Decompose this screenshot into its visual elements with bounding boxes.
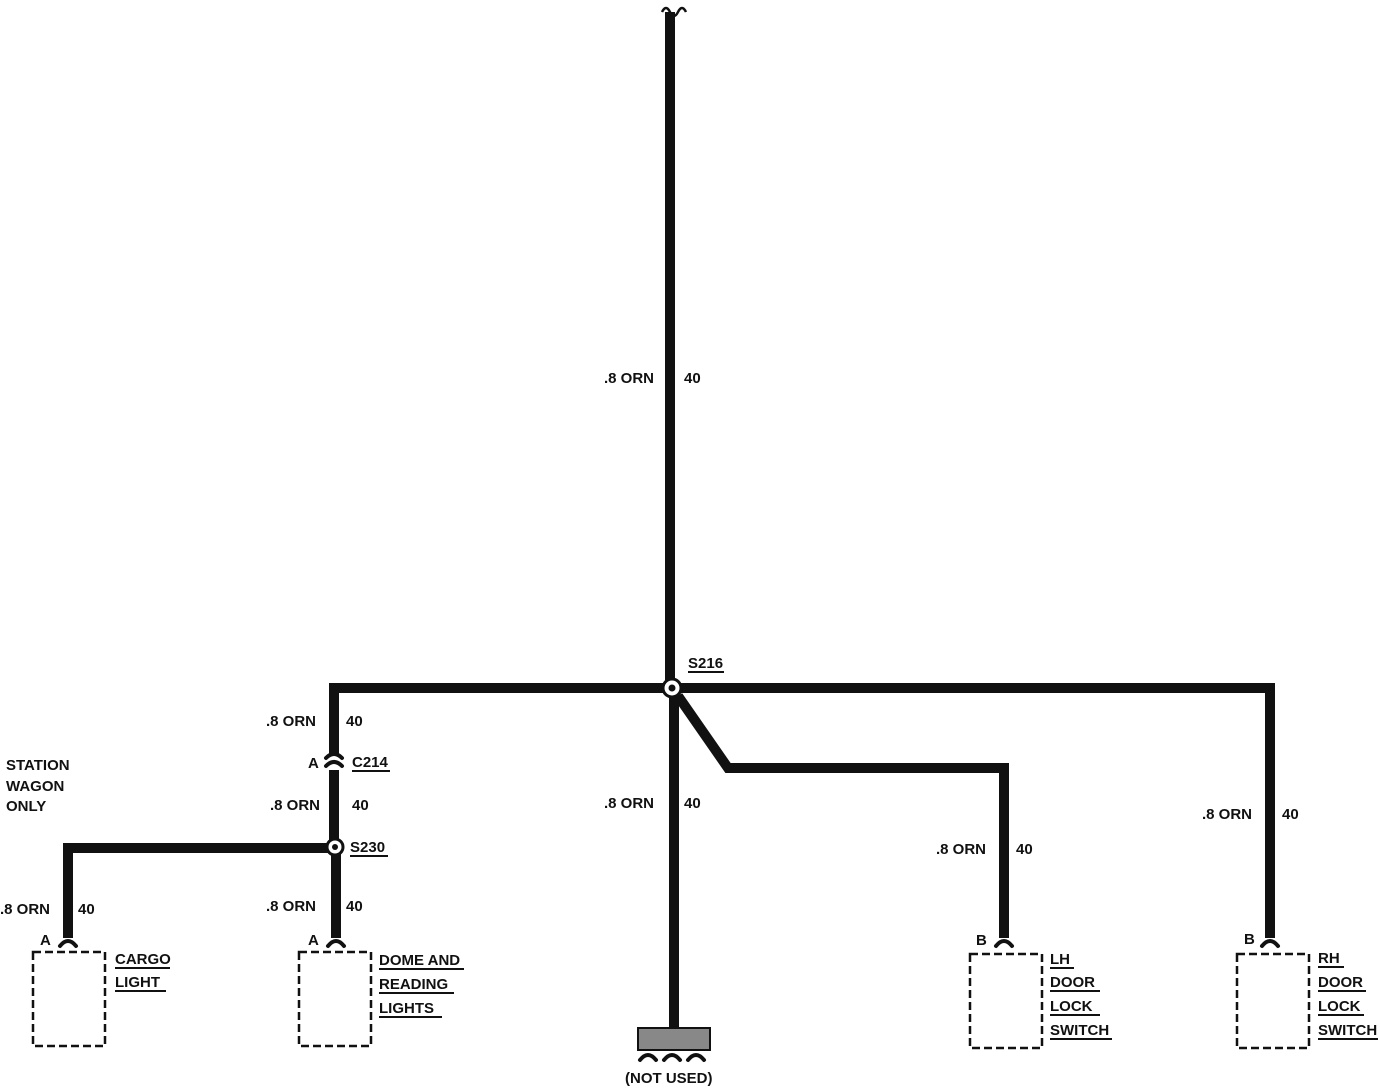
dome-light-box [297, 950, 373, 1048]
wire-dome-circuit-label: 40 [346, 898, 363, 915]
rh-door-lock-label-line-4: SWITCH [1318, 1022, 1377, 1039]
dome-light-label-line-2: READING [379, 976, 448, 993]
lh-door-lock-label-line-3: LOCK [1050, 998, 1093, 1015]
wire-lh-circuit-label: 40 [1016, 841, 1033, 858]
cargo-light-label-line-1: CARGO [115, 951, 171, 968]
cargo-light-label-line-2: LIGHT [115, 974, 160, 991]
wire-left-branch [329, 683, 664, 756]
dome-light-pin: A [308, 932, 319, 949]
dome-light-terminal [326, 939, 346, 948]
wire-rh-circuit-label: 40 [1282, 806, 1299, 823]
splice-s216-label: S216 [688, 655, 723, 672]
not-used-terminals [638, 1053, 706, 1062]
rh-door-lock-label-line-3: LOCK [1318, 998, 1361, 1015]
connector-c214-symbol [324, 752, 344, 768]
wire-not-used-circuit-label: 40 [684, 795, 701, 812]
rh-door-lock-pin: B [1244, 931, 1255, 948]
cargo-light-terminal [58, 939, 78, 948]
not-used-connector-block [637, 1027, 711, 1051]
wire-dome-size-label: .8 ORN [266, 898, 316, 915]
wire-left-circuit-label: 40 [346, 713, 363, 730]
rh-door-lock-box [1235, 952, 1311, 1050]
wire-main-circuit-label: 40 [684, 370, 701, 387]
dome-light-label-line-3: LIGHTS [379, 1000, 434, 1017]
station-wagon-note-line-3: ONLY [6, 798, 46, 815]
splice-s230-label: S230 [350, 839, 385, 856]
connector-c214-pin-label: A [308, 755, 319, 772]
lh-door-lock-pin: B [976, 932, 987, 949]
wire-rh-branch [676, 683, 1275, 938]
rh-door-lock-label-line-2: DOOR [1318, 974, 1363, 991]
splice-s216-dot [668, 684, 676, 692]
not-used-label: (NOT USED) [625, 1070, 713, 1087]
cargo-light-box [31, 950, 107, 1048]
wire-c214-s230-circuit-label: 40 [352, 797, 369, 814]
lh-door-terminal [994, 939, 1014, 948]
lh-door-lock-label-line-2: DOOR [1050, 974, 1095, 991]
dome-light-label-line-1: DOME AND [379, 952, 460, 969]
connector-c214-label: C214 [352, 754, 389, 771]
wire-not-used-size-label: .8 ORN [604, 795, 654, 812]
wire-lh-size-label: .8 ORN [936, 841, 986, 858]
station-wagon-note-line-1: STATION [6, 757, 70, 774]
wire-c214-s230-size-label: .8 ORN [270, 797, 320, 814]
wire-main-size-label: .8 ORN [604, 370, 654, 387]
rh-door-terminal [1260, 939, 1280, 948]
rh-door-lock-label-line-1: RH [1318, 950, 1340, 967]
wire-cargo-branch [63, 843, 328, 938]
cargo-light-pin: A [40, 932, 51, 949]
wire-left-size-label: .8 ORN [266, 713, 316, 730]
station-wagon-note-line-2: WAGON [6, 778, 64, 795]
splice-s230-dot [332, 844, 338, 850]
wire-rh-size-label: .8 ORN [1202, 806, 1252, 823]
wire-lh-branch [673, 693, 1009, 938]
lh-door-lock-box [968, 952, 1044, 1050]
lh-door-lock-label-line-1: LH [1050, 951, 1070, 968]
wire-cargo-circuit-label: 40 [78, 901, 95, 918]
lh-door-lock-label-line-4: SWITCH [1050, 1022, 1109, 1039]
wire-cargo-size-label: .8 ORN [0, 901, 50, 918]
